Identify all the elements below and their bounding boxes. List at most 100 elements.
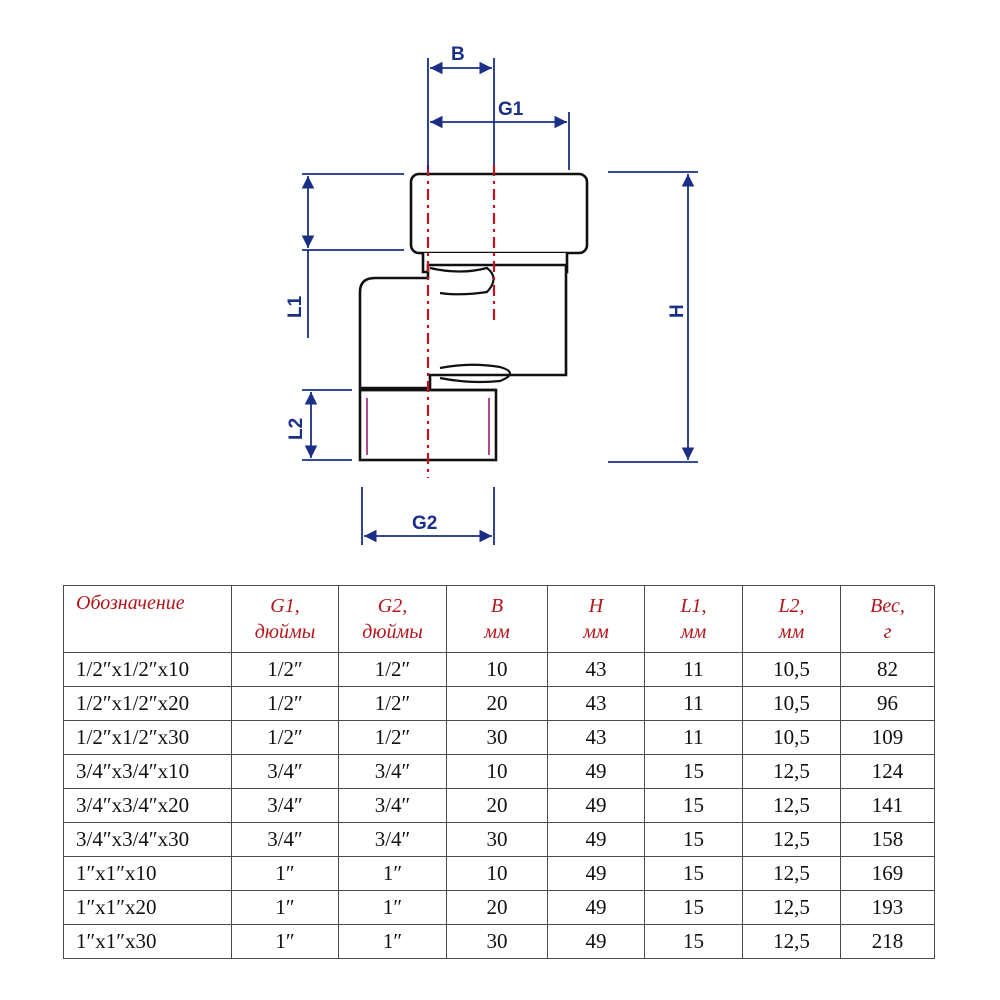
table-cell: 1/2″ [338,652,447,687]
table-cell: 3/4″ [231,754,339,789]
dim-l1 [301,173,404,338]
table-cell: 30 [446,822,548,857]
table-cell: 49 [547,754,645,789]
table-cell: 109 [840,720,935,755]
table-cell: 1″ [231,924,339,959]
table-cell: 1″ [231,890,339,925]
table-cell: 49 [547,890,645,925]
table-cell: 15 [644,856,743,891]
table-cell: 3/4″ [338,822,447,857]
table-cell: 3/4″ [231,788,339,823]
label-b: B [451,44,465,65]
dim-g1 [430,112,570,170]
column-header-line1: G1, [270,595,300,617]
table-cell: 49 [547,822,645,857]
fitting-body [358,172,589,462]
table-cell: 1/2″ [231,686,339,721]
table-cell: 15 [644,788,743,823]
column-header-line2: дюймы [254,621,316,643]
label-l2: L2 [286,418,307,440]
column-header-line2: г [883,621,892,643]
table-cell: 11 [644,720,743,755]
table-cell: 1/2″ [231,652,339,687]
table-cell: 12,5 [742,788,841,823]
table-cell: 3/4″x3/4″x20 [63,788,232,823]
table-cell: 10,5 [742,686,841,721]
table-cell: 49 [547,924,645,959]
dim-g2 [361,487,495,545]
table-cell: 43 [547,686,645,721]
column-header-line2: мм [778,621,805,643]
table-cell: 193 [840,890,935,925]
fitting-drawing: B G1 G2 H L1 L2 [285,44,698,545]
table-cell: 158 [840,822,935,857]
table-cell: 20 [446,890,548,925]
table-cell: 1/2″x1/2″x20 [63,686,232,721]
bottom-thread [358,388,498,462]
column-header-line1: B [490,595,504,617]
table-cell: 3/4″x3/4″x30 [63,822,232,857]
column-header: Вес, г [840,585,935,653]
table-cell: 15 [644,924,743,959]
column-header-line1: L1, [680,595,707,617]
column-header-line1: Обозначение [76,592,185,614]
table-cell: 12,5 [742,856,841,891]
column-header-line2: мм [484,621,510,643]
table-cell: 1/2″ [231,720,339,755]
table-cell: 10 [446,652,548,687]
table-cell: 124 [840,754,935,789]
column-header-line2: мм [583,621,609,643]
table-cell: 12,5 [742,890,841,925]
table-cell: 82 [840,652,935,687]
column-header: G1, дюймы [231,585,339,653]
table-cell: 43 [547,652,645,687]
table-cell: 15 [644,754,743,789]
dim-l2 [302,389,352,461]
label-h: H [667,304,688,318]
table-cell: 12,5 [742,754,841,789]
table-cell: 43 [547,720,645,755]
elbow-body [358,263,568,390]
table-cell: 15 [644,822,743,857]
table-cell: 3/4″ [231,822,339,857]
table-cell: 1/2″x1/2″x30 [63,720,232,755]
table-cell: 3/4″ [338,788,447,823]
column-header-line1: G2, [377,595,408,617]
table-cell: 10,5 [742,652,841,687]
table-cell: 10,5 [742,720,841,755]
table-cell: 3/4″ [338,754,447,789]
column-header: G2, дюймы [338,585,447,653]
table-cell: 30 [446,924,548,959]
column-header-line2: дюймы [362,621,423,643]
table-cell: 96 [840,686,935,721]
table-cell: 1″ [338,856,447,891]
table-cell: 1/2″ [338,720,447,755]
table-cell: 218 [840,924,935,959]
table-cell: 11 [644,652,743,687]
table-cell: 20 [446,686,548,721]
column-header-line1: Вес, [870,595,905,617]
table-cell: 20 [446,788,548,823]
label-g2: G2 [412,513,437,534]
table-cell: 1″x1″x10 [63,856,232,891]
table-cell: 49 [547,788,645,823]
column-header-line1: L2, [778,595,805,617]
column-header-line1: H [588,595,604,617]
table-cell: 10 [446,754,548,789]
table-cell: 1/2″ [338,686,447,721]
table-cell: 49 [547,856,645,891]
top-nut [409,172,589,255]
column-header: Обозначение [63,585,232,653]
